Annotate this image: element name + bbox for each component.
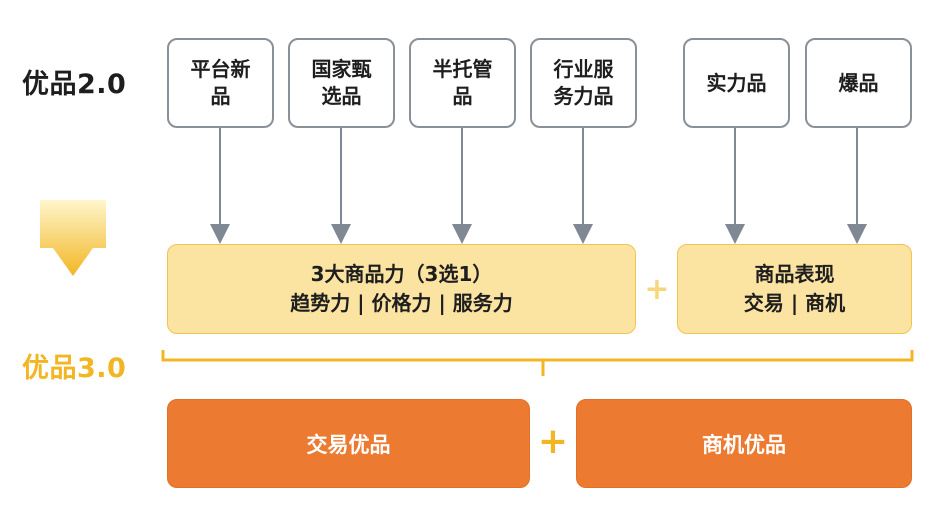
product-performance-title: 商品表现 (754, 262, 835, 286)
opportunity-premium-box: 商机优品 (576, 399, 912, 488)
gradient-down-arrow-icon (40, 200, 106, 276)
product-performance-box: 商品表现 交易 | 商机 (677, 244, 912, 334)
plus-icon: + (537, 421, 569, 462)
source-box-industry-service: 行业服务力品 (530, 38, 637, 128)
plus-icon: + (644, 272, 670, 307)
product-performance-metrics: 交易 | 商机 (743, 291, 846, 315)
source-box-strength: 实力品 (683, 38, 790, 128)
version-3-label: 优品3.0 (22, 353, 127, 384)
bracket (161, 350, 914, 376)
source-box-platform-new: 平台新品 (167, 38, 274, 128)
trade-premium-box: 交易优品 (167, 399, 530, 488)
source-box-hot: 爆品 (805, 38, 912, 128)
source-box-semi-managed: 半托管品 (409, 38, 516, 128)
product-power-options: 趋势力 | 价格力 | 服务力 (290, 291, 513, 315)
product-power-title: 3大商品力（3选1） (310, 262, 493, 286)
source-box-national-selection: 国家甄选品 (288, 38, 395, 128)
version-2-label: 优品2.0 (22, 69, 127, 100)
product-power-box: 3大商品力（3选1） 趋势力 | 价格力 | 服务力 (167, 244, 636, 334)
